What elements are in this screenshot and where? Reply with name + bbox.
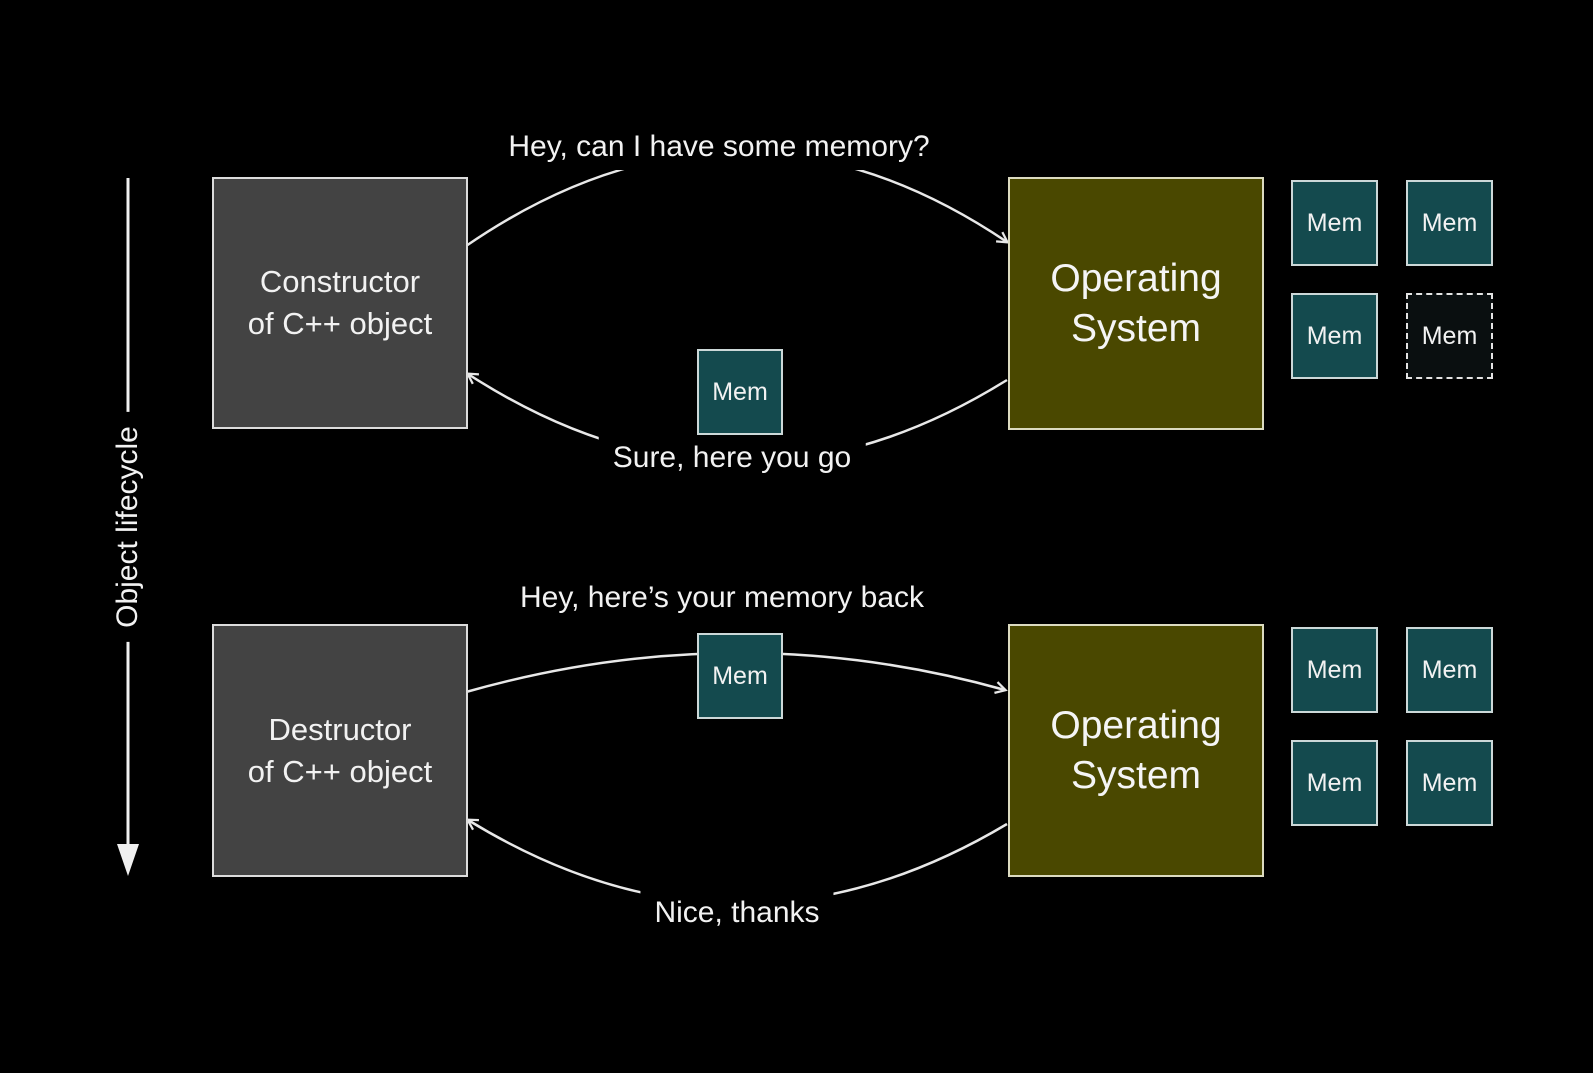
os-bottom-line1: Operating xyxy=(1050,703,1222,747)
mem-cell: Mem xyxy=(1406,740,1493,826)
operating-system-box-top: Operating System xyxy=(1008,177,1264,430)
mem-cell: Mem xyxy=(1291,293,1378,379)
destructor-box-line1: Destructor xyxy=(268,711,412,747)
os-top-line2: System xyxy=(1070,306,1202,350)
os-top-line1: Operating xyxy=(1050,256,1222,300)
return-speech-label: Hey, here’s your memory back xyxy=(505,575,939,621)
destructor-box-line2: of C++ object xyxy=(247,753,433,789)
mem-cell: Mem xyxy=(1406,627,1493,713)
grant-speech-label: Sure, here you go xyxy=(598,435,866,481)
mem-cell: Mem xyxy=(1291,180,1378,266)
mem-cell: Mem xyxy=(1406,180,1493,266)
constructor-box-line1: Constructor xyxy=(259,264,421,299)
object-lifecycle-arrowhead-icon xyxy=(117,844,139,876)
os-bottom-line2: System xyxy=(1070,753,1202,797)
constructor-box-line2: of C++ object xyxy=(247,306,433,341)
object-lifecycle-label: Object lifecycle xyxy=(107,412,149,642)
transfer-mem-box-bottom: Mem xyxy=(697,633,783,719)
request-speech-label: Hey, can I have some memory? xyxy=(494,124,944,170)
operating-system-box-bottom: Operating System xyxy=(1008,624,1264,877)
mem-cell-handed-out: Mem xyxy=(1406,293,1493,379)
thanks-speech-label: Nice, thanks xyxy=(640,890,834,936)
destructor-box: Destructor of C++ object xyxy=(212,624,468,877)
constructor-box: Constructor of C++ object xyxy=(212,177,468,429)
mem-cell: Mem xyxy=(1291,740,1378,826)
transfer-mem-box-top: Mem xyxy=(697,349,783,435)
mem-cell: Mem xyxy=(1291,627,1378,713)
